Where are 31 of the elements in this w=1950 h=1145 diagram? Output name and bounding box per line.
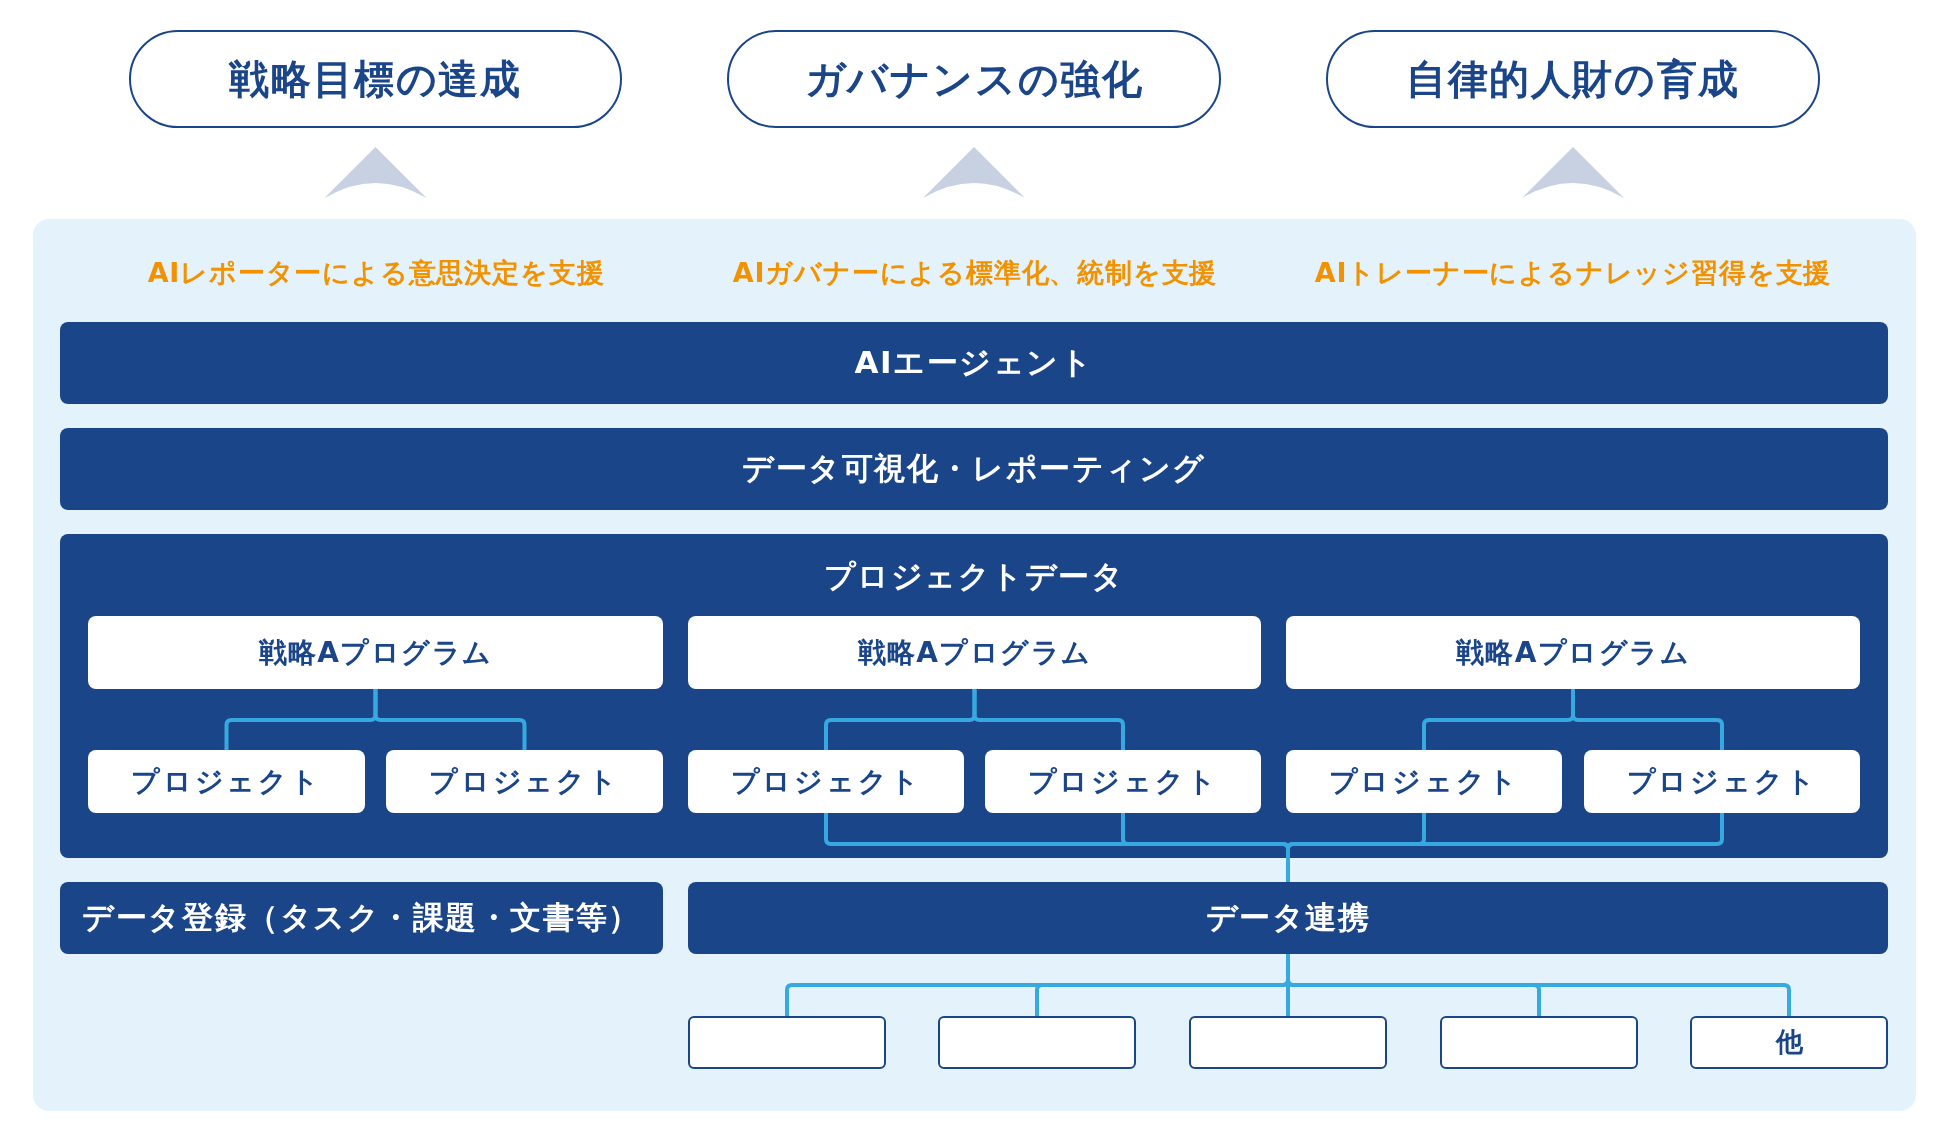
- tool-card: 他: [1690, 1016, 1888, 1069]
- tool-card: [688, 1016, 886, 1069]
- tool-card: [1440, 1016, 1638, 1069]
- panel-title: プロジェクトデータ: [823, 557, 1125, 596]
- layer-bar: データ可視化・レポーティング: [60, 428, 1888, 510]
- support-caption: AIトレーナーによるナレッジ習得を支援: [1314, 255, 1832, 291]
- support-caption: AIレポーターによる意思決定を支援: [147, 255, 605, 291]
- program-card: 戦略Aプログラム: [1286, 616, 1860, 689]
- connector-line: [1286, 954, 1791, 1016]
- project-data-panel: [60, 534, 1888, 858]
- layer-bar: データ登録（タスク・課題・文書等）: [60, 882, 663, 954]
- chevron-arrow: [1522, 147, 1624, 198]
- program-card: 戦略Aプログラム: [688, 616, 1261, 689]
- project-card: プロジェクト: [688, 750, 964, 813]
- support-caption: AIガバナーによる標準化、統制を支援: [732, 255, 1218, 291]
- layer-bar: AIエージェント: [60, 322, 1888, 404]
- program-card: 戦略Aプログラム: [88, 616, 663, 689]
- project-card: プロジェクト: [1286, 750, 1562, 813]
- chevron-arrow: [923, 147, 1025, 198]
- goal-pill: ガバナンスの強化: [727, 30, 1221, 128]
- project-card: プロジェクト: [1584, 750, 1860, 813]
- project-card: プロジェクト: [985, 750, 1261, 813]
- platform-panel: [33, 219, 1916, 1111]
- layer-bar: データ連携: [688, 882, 1888, 954]
- chevron-arrow: [324, 147, 427, 198]
- project-card: プロジェクト: [88, 750, 365, 813]
- tool-card: [1189, 1016, 1387, 1069]
- project-card: プロジェクト: [386, 750, 663, 813]
- tool-card: [938, 1016, 1136, 1069]
- goal-pill: 自律的人財の育成: [1326, 30, 1820, 128]
- goal-pill: 戦略目標の達成: [129, 30, 622, 128]
